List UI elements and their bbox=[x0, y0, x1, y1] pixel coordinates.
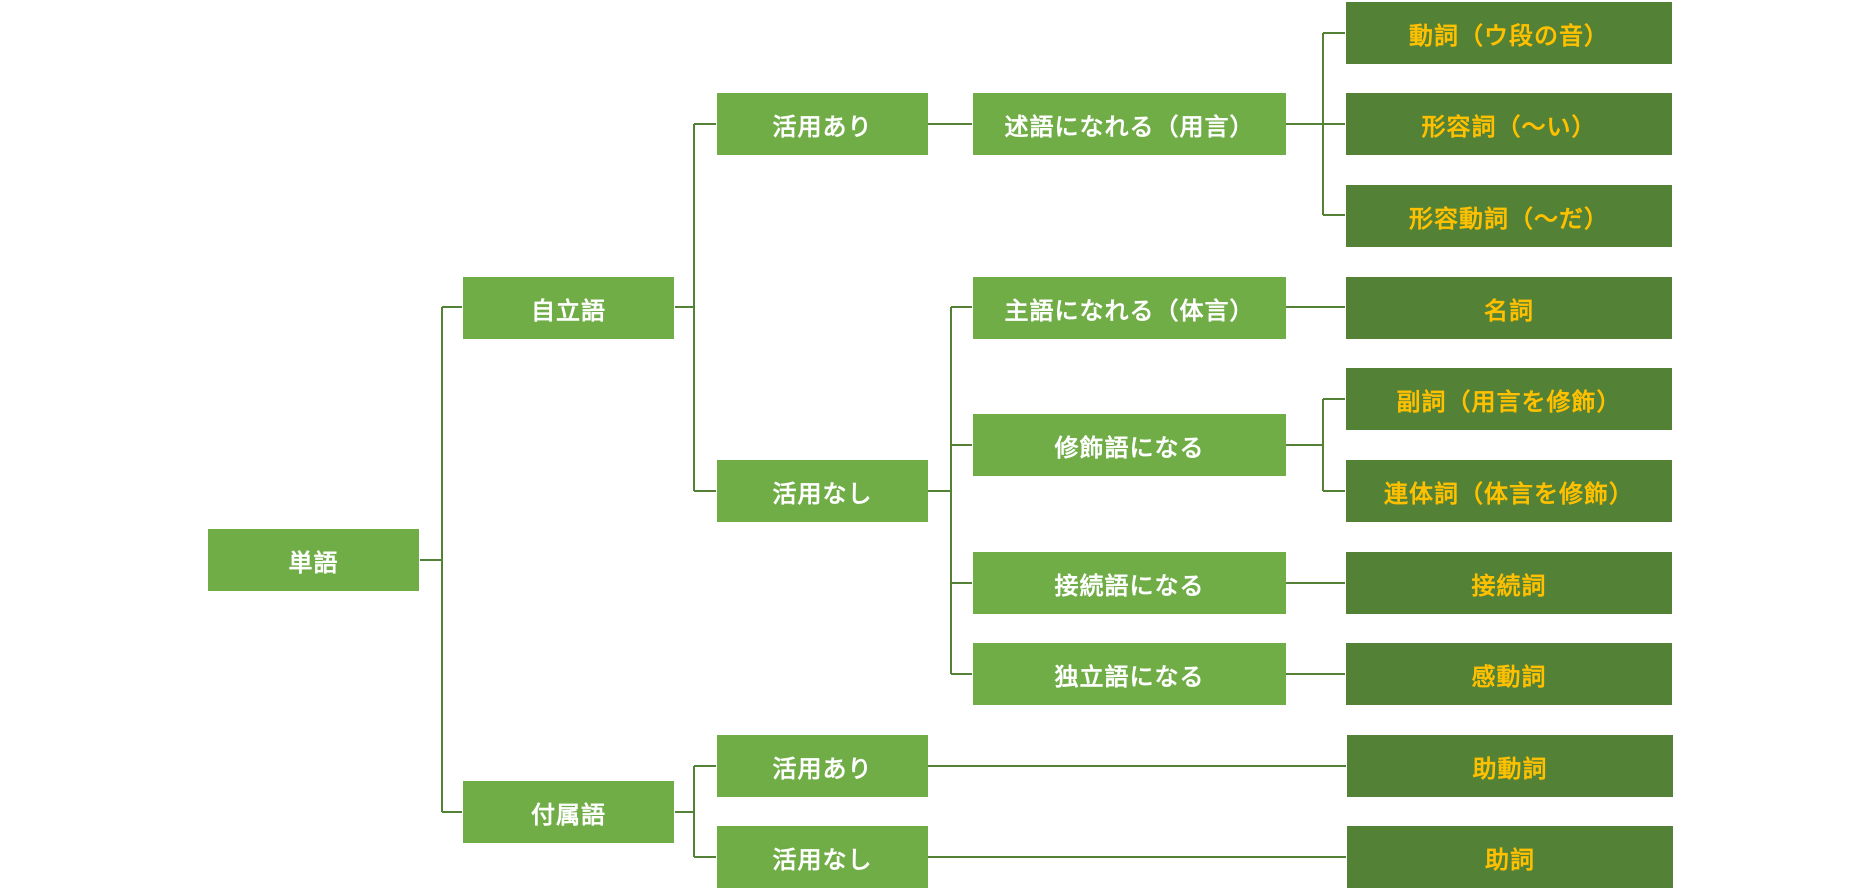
leaf-joshi: 助詞 bbox=[1347, 826, 1673, 888]
node-fuzoku-katsuyou-nashi: 活用なし bbox=[717, 826, 928, 888]
node-jiritsugo: 自立語 bbox=[463, 277, 674, 339]
leaf-rentaishi: 連体詞（体言を修飾） bbox=[1346, 460, 1672, 522]
leaf-keiyoushi: 形容詞（〜い） bbox=[1346, 93, 1672, 155]
node-dokuritsugo: 独立語になる bbox=[973, 643, 1286, 705]
node-fuzoku-katsuyou-ari: 活用あり bbox=[717, 735, 928, 797]
leaf-doushi: 動詞（ウ段の音） bbox=[1346, 2, 1672, 64]
node-setsuzokugo: 接続語になる bbox=[973, 552, 1286, 614]
leaf-fukushi: 副詞（用言を修飾） bbox=[1346, 368, 1672, 430]
node-fuzokugo: 付属語 bbox=[463, 781, 674, 843]
node-shugo: 主語になれる（体言） bbox=[973, 277, 1286, 339]
node-jutsugo: 述語になれる（用言） bbox=[973, 93, 1286, 155]
node-jiritsu-katsuyou-ari: 活用あり bbox=[717, 93, 928, 155]
leaf-meishi: 名詞 bbox=[1346, 277, 1672, 339]
leaf-setsuzokushi: 接続詞 bbox=[1346, 552, 1672, 614]
leaf-kandoushi: 感動詞 bbox=[1346, 643, 1672, 705]
leaf-keiyoudoushi: 形容動詞（〜だ） bbox=[1346, 185, 1672, 247]
leaf-jodoushi: 助動詞 bbox=[1347, 735, 1673, 797]
node-jiritsu-katsuyou-nashi: 活用なし bbox=[717, 460, 928, 522]
node-shuushokugo: 修飾語になる bbox=[973, 414, 1286, 476]
node-tango: 単語 bbox=[208, 529, 419, 591]
